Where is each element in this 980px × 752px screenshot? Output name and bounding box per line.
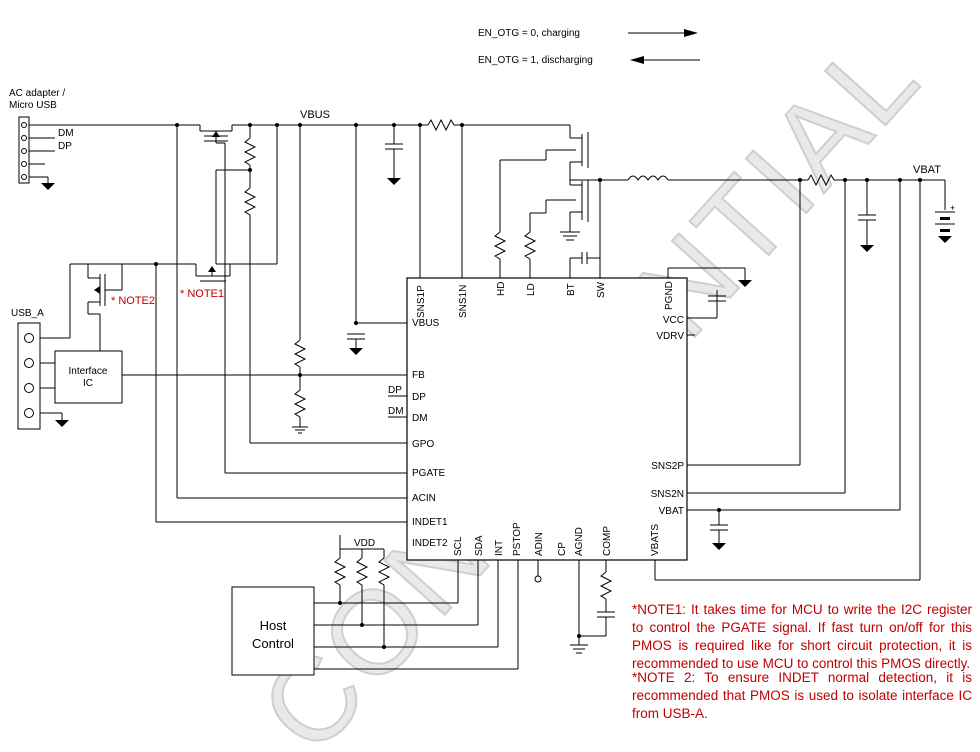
svg-text:+: + bbox=[950, 203, 955, 213]
pin-dm: DM bbox=[412, 413, 428, 424]
pin-agnd: AGND bbox=[574, 527, 585, 556]
legend-discharging-label: EN_OTG = 1, discharging bbox=[478, 55, 593, 66]
ac-adapter-label: AC adapter / bbox=[9, 88, 65, 99]
note1-text: *NOTE1: It takes time for MCU to write t… bbox=[632, 602, 972, 671]
pin-pstop: PSTOP bbox=[512, 522, 523, 556]
pin-vbus: VBUS bbox=[412, 318, 440, 329]
pin-indet1: INDET1 bbox=[412, 517, 448, 528]
usb-a-label: USB_A bbox=[11, 308, 44, 319]
pin-sda: SDA bbox=[474, 535, 485, 556]
note2-text: *NOTE 2: To ensure INDET normal detectio… bbox=[632, 670, 972, 721]
vbus-rail: VBUS bbox=[48, 109, 570, 499]
pin-pgate: PGATE bbox=[412, 468, 445, 479]
pin-comp: COMP bbox=[602, 526, 613, 556]
pin-vbats: VBATS bbox=[650, 524, 661, 556]
interface-ic-label-2: IC bbox=[83, 378, 93, 389]
host-interface: Host Control VDD bbox=[231, 535, 615, 676]
pin-int: INT bbox=[494, 540, 505, 556]
vdd-net-label: VDD bbox=[354, 538, 375, 549]
pin-fb: FB bbox=[412, 370, 425, 381]
pin-sns2n: SNS2N bbox=[651, 489, 684, 500]
pin-cp: CP bbox=[557, 542, 568, 556]
note1-marker: * NOTE1 bbox=[180, 288, 224, 300]
vbus-net-label: VBUS bbox=[300, 109, 330, 121]
pin-ld: LD bbox=[526, 283, 537, 296]
pin-vdrv: VDRV bbox=[656, 331, 684, 342]
pin-adin: ADIN bbox=[534, 532, 545, 556]
dp-dm-net-labels: DP DM bbox=[388, 385, 407, 418]
pin-vbat: VBAT bbox=[659, 506, 684, 517]
pin-pgnd: PGND bbox=[664, 281, 675, 310]
pin-gpo: GPO bbox=[412, 439, 434, 450]
pin-indet2: INDET2 bbox=[412, 538, 448, 549]
usb-a-connector: USB_A Interface IC * NOTE2 * NOTE1 bbox=[11, 263, 407, 523]
legend-charging-label: EN_OTG = 0, charging bbox=[478, 28, 580, 39]
dp-net-label: DP bbox=[388, 385, 402, 396]
vbat-net-label: VBAT bbox=[913, 164, 941, 176]
pin-scl: SCL bbox=[453, 536, 464, 556]
pin-acin: ACIN bbox=[412, 493, 436, 504]
charger-ic: SNS1P SNS1N HD LD BT SW PGND VBUS FB DP … bbox=[406, 277, 688, 561]
pin-dp: DP bbox=[412, 392, 426, 403]
pin-sns1n: SNS1N bbox=[458, 285, 469, 318]
note2-marker: * NOTE2 bbox=[111, 295, 155, 307]
pin-bt: BT bbox=[566, 283, 577, 296]
pin-sns2p: SNS2P bbox=[651, 461, 684, 472]
ac-dm-label: DM bbox=[58, 128, 74, 139]
pin-hd: HD bbox=[496, 282, 507, 296]
host-label-1: Host bbox=[260, 618, 287, 633]
right-side-nets bbox=[654, 180, 921, 581]
pin-sns1p: SNS1P bbox=[416, 285, 427, 318]
pin-sw: SW bbox=[596, 281, 607, 298]
micro-usb-label: Micro USB bbox=[9, 100, 57, 111]
direction-legend: EN_OTG = 0, charging EN_OTG = 1, dischar… bbox=[478, 28, 700, 66]
power-stage: VBAT + bbox=[493, 125, 955, 278]
ac-dp-label: DP bbox=[58, 141, 72, 152]
dm-net-label: DM bbox=[388, 406, 404, 417]
pin-vcc: VCC bbox=[663, 315, 684, 326]
interface-ic-label-1: Interface bbox=[69, 366, 108, 377]
ac-adapter-connector: AC adapter / Micro USB DM DP bbox=[9, 88, 74, 190]
host-label-2: Control bbox=[252, 636, 294, 651]
